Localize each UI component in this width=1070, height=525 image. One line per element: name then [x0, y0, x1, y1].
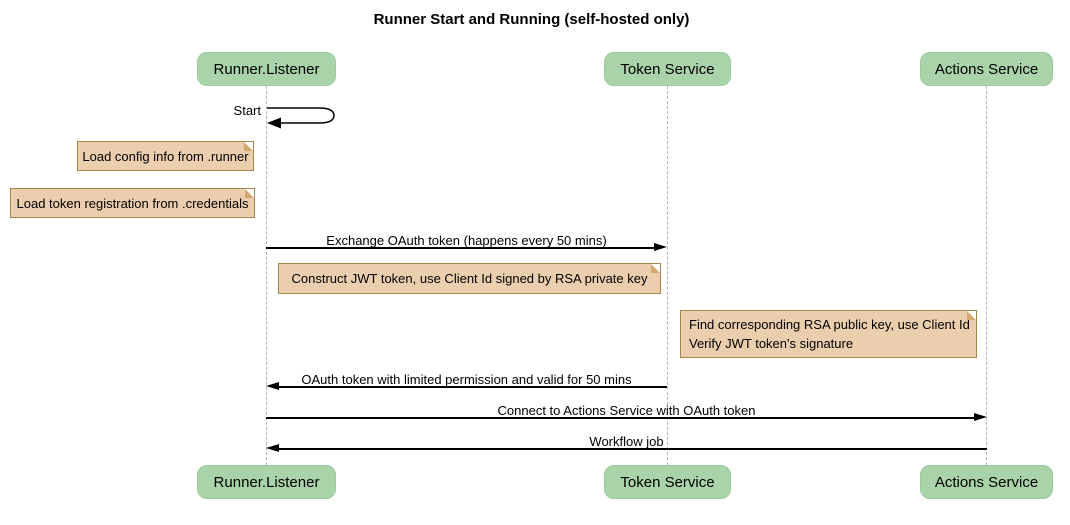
note-text: Load config info from .runner — [82, 148, 249, 164]
participant-label: Token Service — [620, 473, 715, 491]
message-line-workflow-job — [279, 448, 987, 450]
participant-label: Actions Service — [934, 473, 1039, 491]
message-label-connect-actions: Connect to Actions Service with OAuth to… — [497, 403, 756, 418]
message-label-oauth-token-back: OAuth token with limited permission and … — [301, 372, 632, 387]
participant-token-service-top: Token Service — [604, 52, 731, 86]
participant-label: Runner.Listener — [213, 473, 320, 491]
message-label-workflow-job: Workflow job — [589, 434, 664, 449]
note-text: Load token registration from .credential… — [16, 195, 249, 211]
participant-runner-listener-top: Runner.Listener — [197, 52, 336, 86]
arrowhead-right-icon — [654, 243, 667, 251]
note-verify-jwt: Find corresponding RSA public key, use C… — [680, 310, 977, 358]
message-label-start: Start — [233, 103, 261, 118]
note-construct-jwt: Construct JWT token, use Client Id signe… — [278, 263, 661, 294]
message-label-exchange-oauth: Exchange OAuth token (happens every 50 m… — [326, 233, 607, 248]
note-text-line2: Verify JWT token's signature — [689, 336, 854, 351]
message-line-exchange-oauth — [266, 247, 656, 249]
lifeline-runner-listener — [266, 86, 267, 465]
participant-token-service-bottom: Token Service — [604, 465, 731, 499]
participant-actions-service-bottom: Actions Service — [920, 465, 1053, 499]
note-text-line1: Find corresponding RSA public key, use C… — [689, 317, 970, 332]
note-text: Construct JWT token, use Client Id signe… — [291, 271, 648, 286]
message-line-connect-actions — [266, 417, 974, 419]
participant-label: Runner.Listener — [213, 60, 320, 78]
participant-runner-listener-bottom: Runner.Listener — [197, 465, 336, 499]
note-load-token-registration: Load token registration from .credential… — [10, 188, 255, 218]
participant-label: Token Service — [620, 60, 715, 78]
arrowhead-left-icon — [266, 444, 279, 452]
participant-actions-service-top: Actions Service — [920, 52, 1053, 86]
page-title: Runner Start and Running (self-hosted on… — [373, 11, 690, 28]
message-line-oauth-token-back — [279, 386, 667, 388]
note-load-config: Load config info from .runner — [77, 141, 254, 171]
arrowhead-right-icon — [974, 413, 987, 421]
arrowhead-left-icon — [266, 382, 279, 390]
lifeline-token-service — [667, 86, 668, 465]
participant-label: Actions Service — [934, 60, 1039, 78]
lifeline-actions-service — [986, 86, 987, 465]
self-message-arrow-icon — [267, 107, 335, 129]
